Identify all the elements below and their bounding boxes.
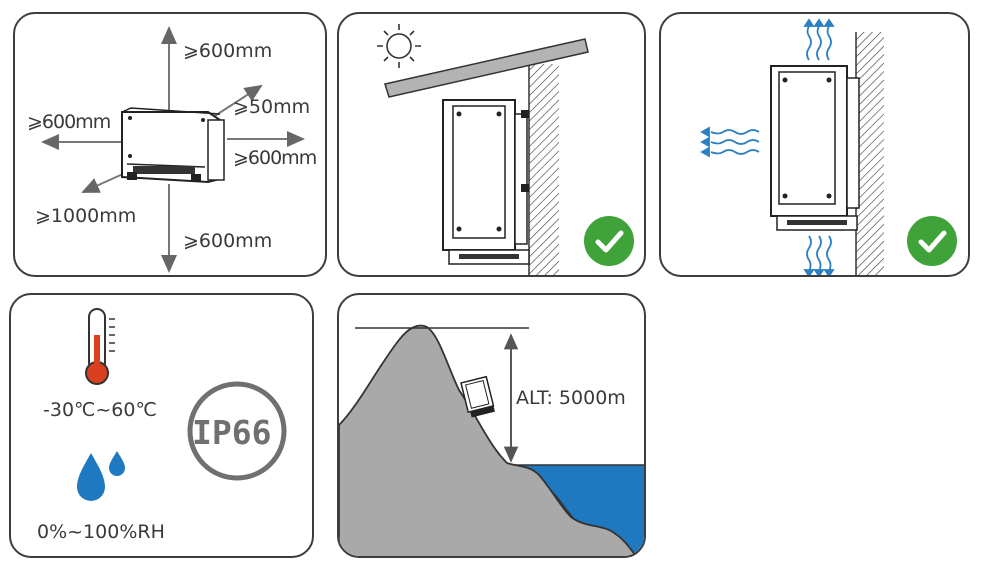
water-drop-icon xyxy=(77,451,125,501)
check-icon xyxy=(907,216,957,266)
front-clearance-label: ⩾1000mm xyxy=(35,205,137,227)
environment-icons xyxy=(77,308,287,501)
shade-panel xyxy=(337,12,646,277)
airflow-icon xyxy=(803,235,835,275)
right-clearance-label: ⩾600mm xyxy=(233,147,317,169)
airflow-icon xyxy=(700,126,760,158)
altitude-diagram xyxy=(339,324,644,556)
left-clearance-label: ⩾600mm xyxy=(27,111,111,133)
ip-rating-label: IP66 xyxy=(192,413,272,452)
altitude-panel: ALT: 5000m xyxy=(337,293,646,558)
inverter-illustration xyxy=(460,375,495,418)
clearance-panel: ⩾600mm ⩾600mm ⩾50mm ⩾600mm ⩾1000mm ⩾600m… xyxy=(13,12,327,277)
ventilation-panel xyxy=(659,12,970,277)
inverter-illustration xyxy=(442,99,530,265)
sun-icon xyxy=(377,24,421,68)
temperature-range-label: -30℃~60℃ xyxy=(43,399,157,421)
inverter-illustration xyxy=(770,65,860,231)
airflow-icon xyxy=(803,18,835,61)
mountain xyxy=(339,324,638,556)
top-clearance-label: ⩾600mm xyxy=(183,40,273,62)
bottom-clearance-label: ⩾600mm xyxy=(183,230,273,252)
environment-panel: -30℃~60℃ 0%~100%RH IP66 xyxy=(9,293,314,558)
altitude-label: ALT: 5000m xyxy=(516,387,626,409)
ventilation-diagram xyxy=(700,18,884,275)
thermometer-icon xyxy=(85,308,115,385)
inverter-illustration xyxy=(121,107,225,184)
roof-overhang xyxy=(384,38,589,98)
check-icon xyxy=(584,216,634,266)
clearance-diagram xyxy=(41,26,305,273)
ip-rating-badge xyxy=(187,381,287,481)
back-clearance-label: ⩾50mm xyxy=(233,96,311,118)
wall xyxy=(856,32,884,275)
shade-diagram xyxy=(377,24,589,275)
humidity-range-label: 0%~100%RH xyxy=(37,521,165,543)
wall xyxy=(529,64,559,275)
